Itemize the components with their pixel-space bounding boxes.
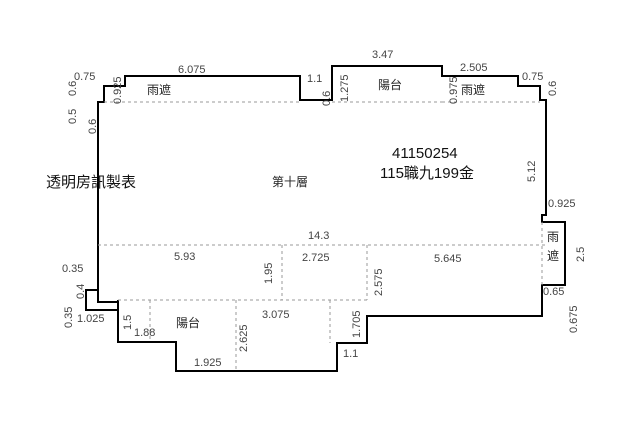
dim-1-025: 1.025 [77, 313, 105, 325]
dim-2-725: 2.725 [302, 252, 330, 264]
dim-0-6-left-2: 0.6 [87, 119, 99, 134]
dim-0-6-top: 0.6 [321, 91, 333, 106]
dim-2-5: 2.5 [575, 247, 587, 262]
dim-0-925-right: 0.925 [548, 198, 576, 210]
canopy-east-label-2: 遮 [547, 248, 559, 263]
dim-2-575: 2.575 [373, 268, 385, 296]
case-id: 41150254 [392, 145, 458, 162]
dim-0-6-left-1: 0.6 [67, 81, 79, 96]
dim-1-1-bottom: 1.1 [343, 348, 358, 360]
balcony-top-label: 陽台 [378, 77, 402, 92]
dim-5-645: 5.645 [434, 253, 462, 265]
dim-0-6-right: 0.6 [547, 81, 559, 96]
west-ledge-wall [85, 289, 118, 311]
dim-0-35-a: 0.35 [62, 263, 83, 275]
canopy-right-label: 雨遮 [461, 82, 485, 97]
dim-0-4: 0.4 [75, 284, 87, 299]
dim-0-35-b: 0.35 [63, 307, 75, 328]
dim-0-75-left: 0.75 [74, 71, 95, 83]
canopy-east-label-1: 雨 [547, 230, 559, 244]
dim-2-625: 2.625 [238, 324, 250, 352]
dim-0-75-right: 0.75 [522, 71, 543, 83]
dim-5-12: 5.12 [526, 161, 538, 182]
dim-0-5-left: 0.5 [67, 109, 79, 124]
dim-1-925: 1.925 [194, 357, 222, 369]
outer-wall [97, 65, 566, 372]
dim-0-975: 0.975 [448, 76, 460, 104]
dim-1-705: 1.705 [351, 310, 363, 338]
dim-1-275: 1.275 [339, 74, 351, 102]
floor-name: 第十層 [272, 175, 308, 189]
dim-3-075: 3.075 [262, 309, 290, 321]
dim-5-93: 5.93 [174, 251, 195, 263]
balcony-bottom-label: 陽台 [176, 315, 200, 330]
dim-1-1-top: 1.1 [307, 73, 322, 85]
dim-0-65: 0.65 [543, 286, 564, 298]
dim-1-5: 1.5 [122, 315, 134, 330]
dim-14-3: 14.3 [308, 230, 329, 242]
dim-1-88: 1.88 [134, 327, 155, 339]
dim-0-675: 0.675 [568, 305, 580, 333]
side-title: 透明房訊製表 [46, 173, 136, 191]
canopy-left-label: 雨遮 [147, 82, 171, 97]
dim-6-075: 6.075 [178, 64, 206, 76]
dim-0-925-left: 0.925 [112, 76, 124, 104]
dim-1-95: 1.95 [263, 263, 275, 284]
dim-2-505: 2.505 [460, 62, 488, 74]
dim-3-47: 3.47 [372, 49, 393, 61]
case-name: 115職九199金 [380, 165, 474, 182]
